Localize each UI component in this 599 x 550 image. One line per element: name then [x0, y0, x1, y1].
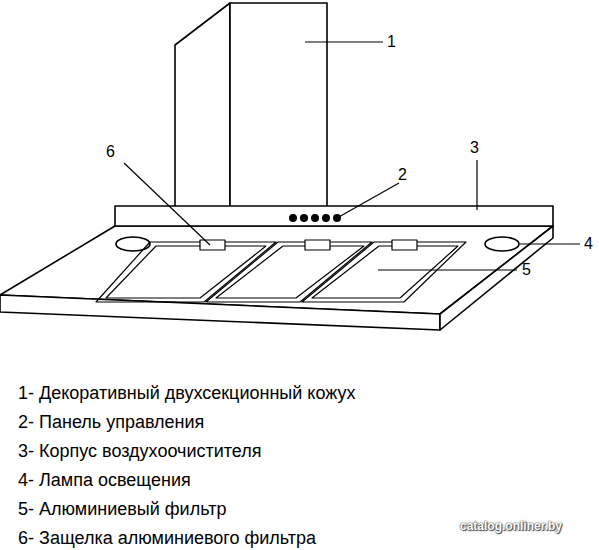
filter-latches	[200, 240, 417, 250]
filters	[96, 242, 466, 302]
callout-number: 2	[398, 166, 407, 184]
chimney-front	[230, 3, 327, 207]
housing-band	[115, 206, 553, 226]
lamp	[116, 237, 150, 251]
lamp	[485, 237, 519, 251]
chimney-side	[175, 3, 230, 207]
callout-number: 5	[522, 261, 531, 279]
legend-line: 1- Декоративный двухсекционный кожух	[18, 384, 355, 404]
callout-number: 6	[106, 143, 115, 161]
control-buttons	[289, 214, 341, 222]
legend-line: 6- Защелка алюминиевого фильтра	[18, 529, 316, 549]
legend-line: 3- Корпус воздухоочистителя	[18, 442, 261, 462]
callout-number: 1	[387, 33, 396, 51]
leader-lines	[124, 42, 580, 270]
watermark: catalog.onliner.by	[460, 520, 562, 533]
canopy-front-edge	[0, 295, 440, 330]
callout-number: 3	[470, 139, 479, 157]
callout-number: 4	[584, 235, 593, 253]
legend-line: 4- Лампа освещения	[18, 471, 191, 491]
legend-line: 5- Алюминиевый фильтр	[18, 500, 226, 520]
legend-line: 2- Панель управления	[18, 413, 204, 433]
